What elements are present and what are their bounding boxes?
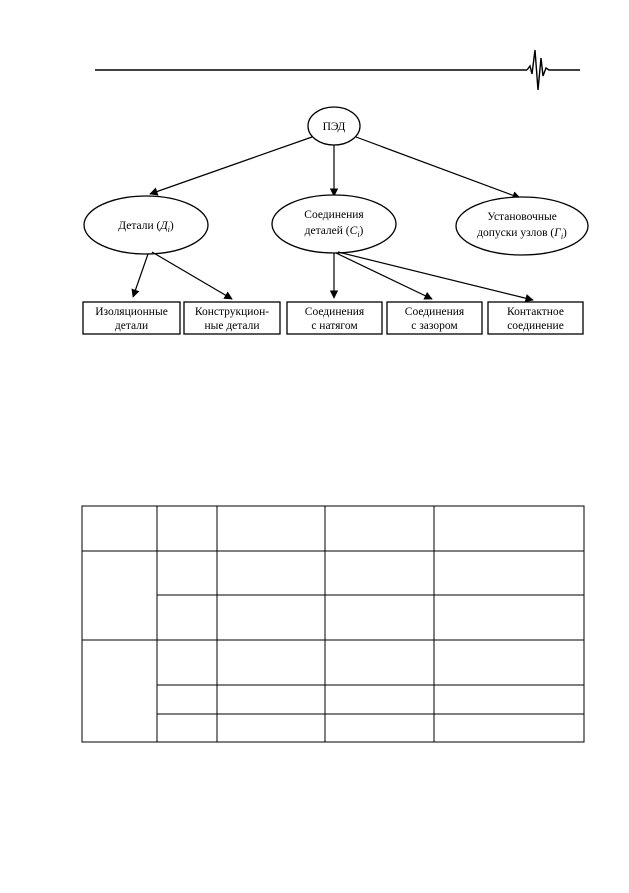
box-insulation-line1: Изоляционные bbox=[95, 306, 168, 318]
node-tolerances-line1: Установочные bbox=[487, 211, 557, 223]
node-joints: Соединения деталей (Сi) bbox=[271, 194, 397, 254]
arrow-joints-clearance bbox=[335, 252, 433, 300]
box-clearance-line2: с зазором bbox=[411, 320, 458, 332]
table-grid bbox=[81, 505, 585, 743]
arrow-details-structural bbox=[151, 251, 233, 300]
box-interference-line2: с натягом bbox=[311, 320, 358, 332]
node-root-label: ПЭД bbox=[323, 121, 346, 133]
box-insulation-line2: детали bbox=[115, 320, 148, 332]
svg-text:допуски узлов (Гi): допуски узлов (Гi) bbox=[477, 227, 567, 241]
node-joints-close: ) bbox=[360, 225, 364, 237]
header-rule bbox=[95, 49, 580, 91]
box-structural-line2: ные детали bbox=[204, 320, 259, 332]
node-tolerances-symbol: Г bbox=[553, 227, 561, 239]
node-joints-sub: i bbox=[357, 230, 359, 239]
table-border bbox=[81, 505, 585, 743]
node-tolerances: Установочные допуски узлов (Гi) bbox=[455, 196, 589, 256]
box-interference-line1: Соединения bbox=[305, 306, 365, 318]
svg-text:деталей (Сi): деталей (Сi) bbox=[305, 225, 364, 239]
waveform-icon bbox=[526, 49, 580, 91]
node-tolerances-sub: i bbox=[561, 232, 563, 241]
node-details-close: ) bbox=[170, 220, 174, 232]
node-details-text: Детали ( bbox=[118, 220, 160, 232]
node-tolerances-line2: допуски узлов ( bbox=[477, 227, 554, 239]
node-root: ПЭД bbox=[307, 106, 361, 146]
node-joints-line2: деталей ( bbox=[305, 225, 350, 237]
box-insulation-details: Изоляционные детали bbox=[82, 301, 181, 335]
box-interference-fit: Соединения с натягом bbox=[286, 301, 383, 335]
box-clearance-line1: Соединения bbox=[405, 306, 465, 318]
arrow-root-details bbox=[149, 136, 313, 196]
arrow-root-tolerances bbox=[355, 136, 521, 200]
arrow-details-insulation bbox=[131, 253, 149, 298]
node-joints-line1: Соединения bbox=[304, 209, 364, 221]
svg-text:Детали (Дi): Детали (Дi) bbox=[118, 220, 174, 234]
box-contact-line1: Контактное bbox=[507, 306, 564, 318]
node-details-symbol: Д bbox=[159, 220, 168, 232]
box-contact-joint: Контактное соединение bbox=[487, 301, 584, 335]
node-joints-symbol: С bbox=[350, 225, 358, 237]
arrow-joints-contact bbox=[337, 251, 534, 303]
node-tolerances-close: ) bbox=[563, 227, 567, 239]
node-details-sub: i bbox=[168, 225, 170, 234]
box-structural-line1: Конструкцион- bbox=[195, 306, 269, 318]
node-details: Детали (Дi) bbox=[83, 195, 209, 255]
box-structural-details: Конструкцион- ные детали bbox=[183, 301, 281, 335]
box-clearance-fit: Соединения с зазором bbox=[386, 301, 483, 335]
box-contact-line2: соединение bbox=[507, 320, 564, 332]
